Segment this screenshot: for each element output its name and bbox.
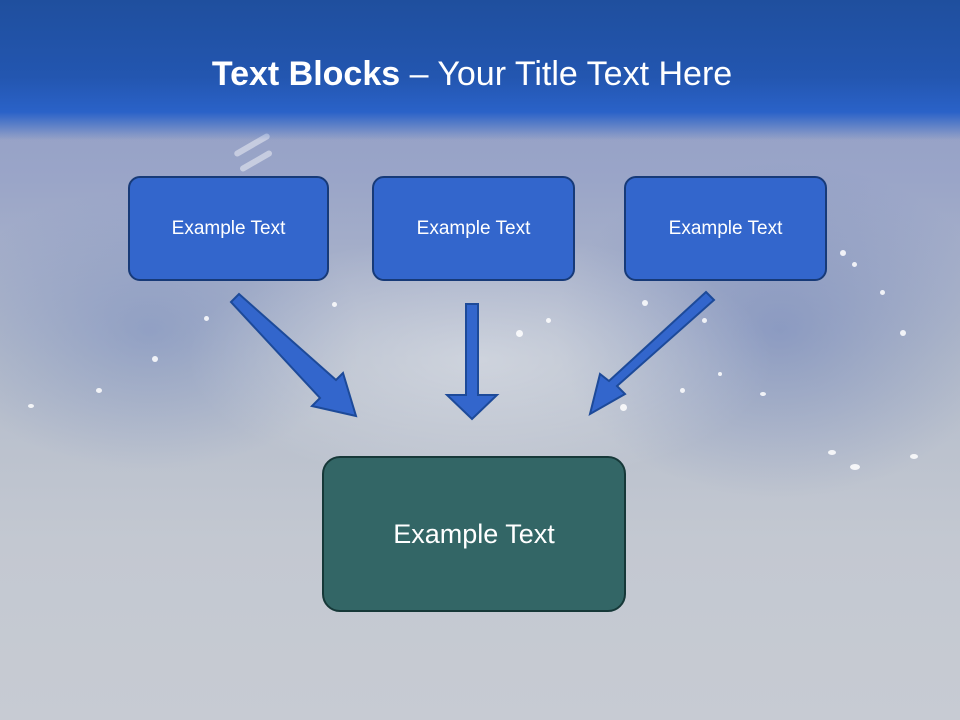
text-block-left[interactable]: Example Text <box>128 176 329 281</box>
text-block-right[interactable]: Example Text <box>624 176 827 281</box>
page-title: Text Blocks – Your Title Text Here <box>0 55 944 94</box>
title-bold: Text Blocks <box>211 55 401 93</box>
title-rest: Your Title Text Here <box>437 55 733 93</box>
text-block-label: Example Text <box>668 217 783 239</box>
target-text-block[interactable]: Example Text <box>322 456 626 612</box>
target-text-label: Example Text <box>393 518 555 549</box>
title-bar <box>0 0 960 140</box>
text-block-label: Example Text <box>416 217 531 239</box>
title-dash: – <box>400 55 438 93</box>
text-block-center[interactable]: Example Text <box>372 176 575 281</box>
text-block-label: Example Text <box>171 217 286 239</box>
